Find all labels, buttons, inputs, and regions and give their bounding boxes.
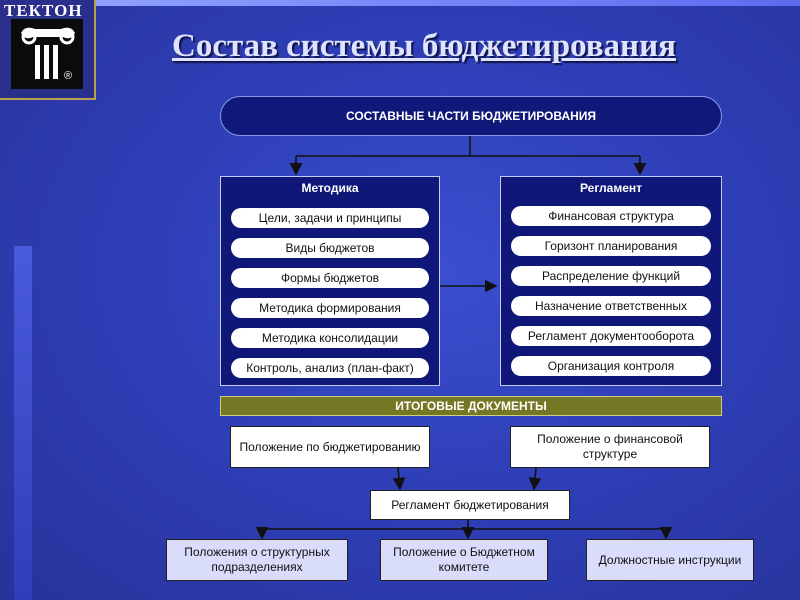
regulation-item: Регламент документооборота [511,326,711,346]
watermark: Shared [675,538,746,563]
doc-job-descriptions: Должностные инструкции [586,539,754,581]
methodology-title: Методика [301,181,359,195]
methodology-item: Формы бюджетов [231,268,429,288]
registered-mark: ® [64,70,73,82]
regulation-panel: Регламент Финансовая структура Горизонт … [500,176,722,386]
regulation-item: Организация контроля [511,356,711,376]
page-title: Состав системы бюджетирования [172,28,676,64]
regulation-item: Горизонт планирования [511,236,711,256]
doc-budget-committee: Положение о Бюджетном комитете [380,539,548,581]
top-accent-bar [95,0,800,6]
column-capital-icon [11,19,83,89]
logo-brand-text: ТЕКТОН [4,1,83,20]
doc-budgeting-regulation: Регламент бюджетирования [370,490,570,520]
methodology-item: Методика консолидации [231,328,429,348]
methodology-item: Виды бюджетов [231,238,429,258]
header-components: СОСТАВНЫЕ ЧАСТИ БЮДЖЕТИРОВАНИЯ [220,96,722,136]
methodology-item: Контроль, анализ (план-факт) [231,358,429,378]
doc-financial-structure: Положение о финансовой структуре [510,426,710,468]
methodology-panel: Методика Цели, задачи и принципы Виды бю… [220,176,440,386]
doc-department-policies: Положения о структурных подразделениях [166,539,348,581]
regulation-item: Финансовая структура [511,206,711,226]
regulation-title: Регламент [579,181,643,195]
left-accent-bar [14,246,32,600]
regulation-item: Назначение ответственных [511,296,711,316]
column-capital-icon-svg [21,27,75,79]
results-documents-bar: ИТОГОВЫЕ ДОКУМЕНТЫ [220,396,722,416]
doc-budgeting-policy: Положение по бюджетированию [230,426,430,468]
methodology-item: Цели, задачи и принципы [231,208,429,228]
regulation-item: Распределение функций [511,266,711,286]
methodology-item: Методика формирования [231,298,429,318]
